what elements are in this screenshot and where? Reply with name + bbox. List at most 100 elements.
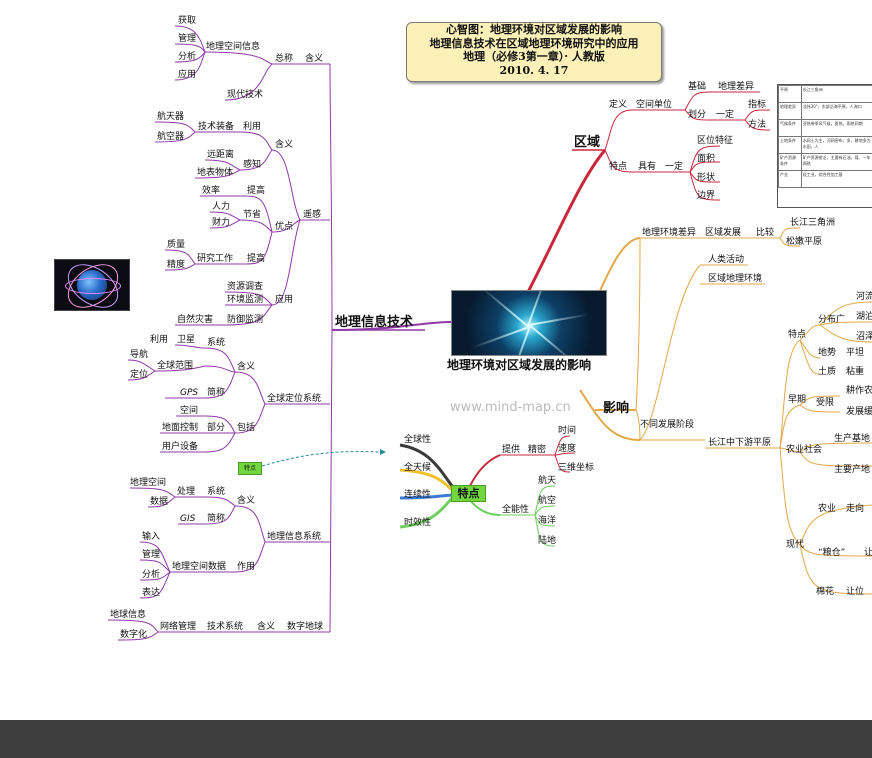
node-label: 地势 xyxy=(818,346,836,358)
gis-branch-lines xyxy=(107,25,453,641)
node-label: 人力 xyxy=(212,200,230,212)
node-label: 优点 xyxy=(275,220,293,232)
node-label: 分析 xyxy=(142,568,160,580)
node-label: 全球性 xyxy=(404,433,431,445)
mind-map-links: 含义 总称 地理空间信息 获取 管理 分析 应用 现代技术 遥感 含义 利用 技… xyxy=(107,15,872,641)
node-label: 湖泊 xyxy=(856,311,872,322)
node-label: 提高 xyxy=(247,184,265,196)
node-label: 表达 xyxy=(142,586,160,598)
bottom-toolbar xyxy=(0,720,872,758)
node-label: 导航 xyxy=(130,348,148,360)
node-label: 含义 xyxy=(237,360,255,372)
node-label: 现代技术 xyxy=(227,88,263,100)
node-label: 时效性 xyxy=(404,516,431,528)
node-label: 定义 xyxy=(609,98,627,110)
node-label: 区位特征 xyxy=(697,134,733,146)
branch-region: 区域 xyxy=(574,134,600,150)
region-branch-lines xyxy=(526,91,771,293)
satellite-globe-image xyxy=(54,259,130,311)
node-label: 不同发展阶段 xyxy=(640,418,694,430)
node-label: 航天 xyxy=(538,474,556,486)
node-label: 速度 xyxy=(558,442,576,454)
node-label: 耕作农 xyxy=(846,384,872,396)
title-line: 地理（必修3第一章）· 人教版 xyxy=(463,50,605,63)
node-label: 含义 xyxy=(237,494,255,506)
node-label: 应用 xyxy=(275,293,293,305)
node-label: 具有 xyxy=(638,160,656,172)
link-dashed xyxy=(261,451,381,467)
node-label: 精密 xyxy=(528,443,546,455)
node-label: 数字化 xyxy=(120,628,147,640)
node-label: 基础 xyxy=(688,80,706,92)
node-label: 区域发展 xyxy=(705,226,741,238)
node-label: 划分 xyxy=(688,108,706,120)
node-label: 受限 xyxy=(816,396,834,408)
node-label: 松嫩平原 xyxy=(786,235,822,247)
node-label: 资源调查 xyxy=(227,280,263,292)
node-label: 发展缓 xyxy=(846,405,872,417)
table-cell: 地理差异 xyxy=(778,102,802,120)
node-label: 含义 xyxy=(305,52,323,64)
node-label: 粘重 xyxy=(846,365,864,377)
node-label: 管理 xyxy=(142,548,160,560)
node-label: 连续性 xyxy=(404,488,431,500)
node-label: 技术装备 xyxy=(198,120,234,132)
node-label: 方法 xyxy=(748,118,766,130)
node-label: 分布广 xyxy=(818,313,845,325)
table-header: 长江三角洲 xyxy=(800,85,872,103)
node-label: 空间单位 xyxy=(636,98,672,110)
node-label: 防御监测 xyxy=(227,313,263,325)
node-label: 地理空间信息 xyxy=(206,40,260,52)
node-label: 现代 xyxy=(786,539,804,550)
node-label: 走向 xyxy=(846,502,864,514)
node-label: 质量 xyxy=(167,238,185,250)
node-label: 海洋 xyxy=(538,514,556,526)
node-label: 地理信息系统 xyxy=(267,530,321,542)
center-image xyxy=(451,290,607,356)
node-label: 环境监测 xyxy=(227,293,263,305)
node-label: 定位 xyxy=(130,368,148,380)
node-label: 地理空间 xyxy=(130,476,166,488)
node-label: 土质 xyxy=(818,365,836,377)
features-branch-lines xyxy=(399,435,576,547)
table-cell: 矿产资源条件 xyxy=(778,153,802,171)
node-label: 地理空间数据 xyxy=(172,560,226,572)
node-label: 地理差异 xyxy=(718,80,754,92)
node-label: 节省 xyxy=(243,208,261,220)
node-label: 感知 xyxy=(243,158,261,170)
node-label: 利用 xyxy=(150,333,168,345)
node-label: 地表物体 xyxy=(197,166,233,178)
node-label: 让 xyxy=(864,547,872,558)
features-labels: 全球性 全天候 连续性 时效性 提供 精密 时间 速度 三维坐标 全能性 航天 … xyxy=(404,424,594,546)
table-cell: 轻工业，综合性加工基 xyxy=(800,170,872,188)
node-label: 特点 xyxy=(609,160,627,172)
node-label: 区域地理环境 xyxy=(708,272,762,284)
node-label: 部分 xyxy=(207,421,225,433)
node-label: 主要产地 xyxy=(834,463,870,475)
node-label: 平坦 xyxy=(846,347,864,358)
node-label: 技术系统 xyxy=(207,620,243,632)
node-label: 棉花 xyxy=(816,585,834,597)
node-label: 时间 xyxy=(558,424,576,436)
node-label: 早期 xyxy=(788,394,806,405)
node-label: 全能性 xyxy=(502,503,529,515)
node-label: 提高 xyxy=(247,252,265,264)
node-label: 农业社会 xyxy=(786,443,822,455)
branch-impact: 影响 xyxy=(603,400,629,416)
node-label: 特点 xyxy=(788,328,806,340)
node-label: 含义 xyxy=(257,620,275,632)
table-header: 平原 xyxy=(778,85,802,103)
node-label: 应用 xyxy=(178,68,196,80)
node-label: 卫星 xyxy=(177,334,195,345)
node-label: 地面控制 xyxy=(162,421,198,433)
features-topic: 特点 xyxy=(451,485,486,502)
node-label: 陆地 xyxy=(538,534,556,546)
node-label: 遥感 xyxy=(303,208,321,220)
node-label: 河流 xyxy=(856,290,872,302)
node-label: 效率 xyxy=(202,184,220,196)
title-line: 心智图：地理环境对区域发展的影响 xyxy=(446,23,622,36)
node-label: 全天候 xyxy=(404,461,431,473)
node-label: 财力 xyxy=(212,216,230,228)
region-labels: 定义 空间单位 基础 地理差异 划分 一定 指标 方法 特点 具有 一定 区位特… xyxy=(609,80,766,201)
